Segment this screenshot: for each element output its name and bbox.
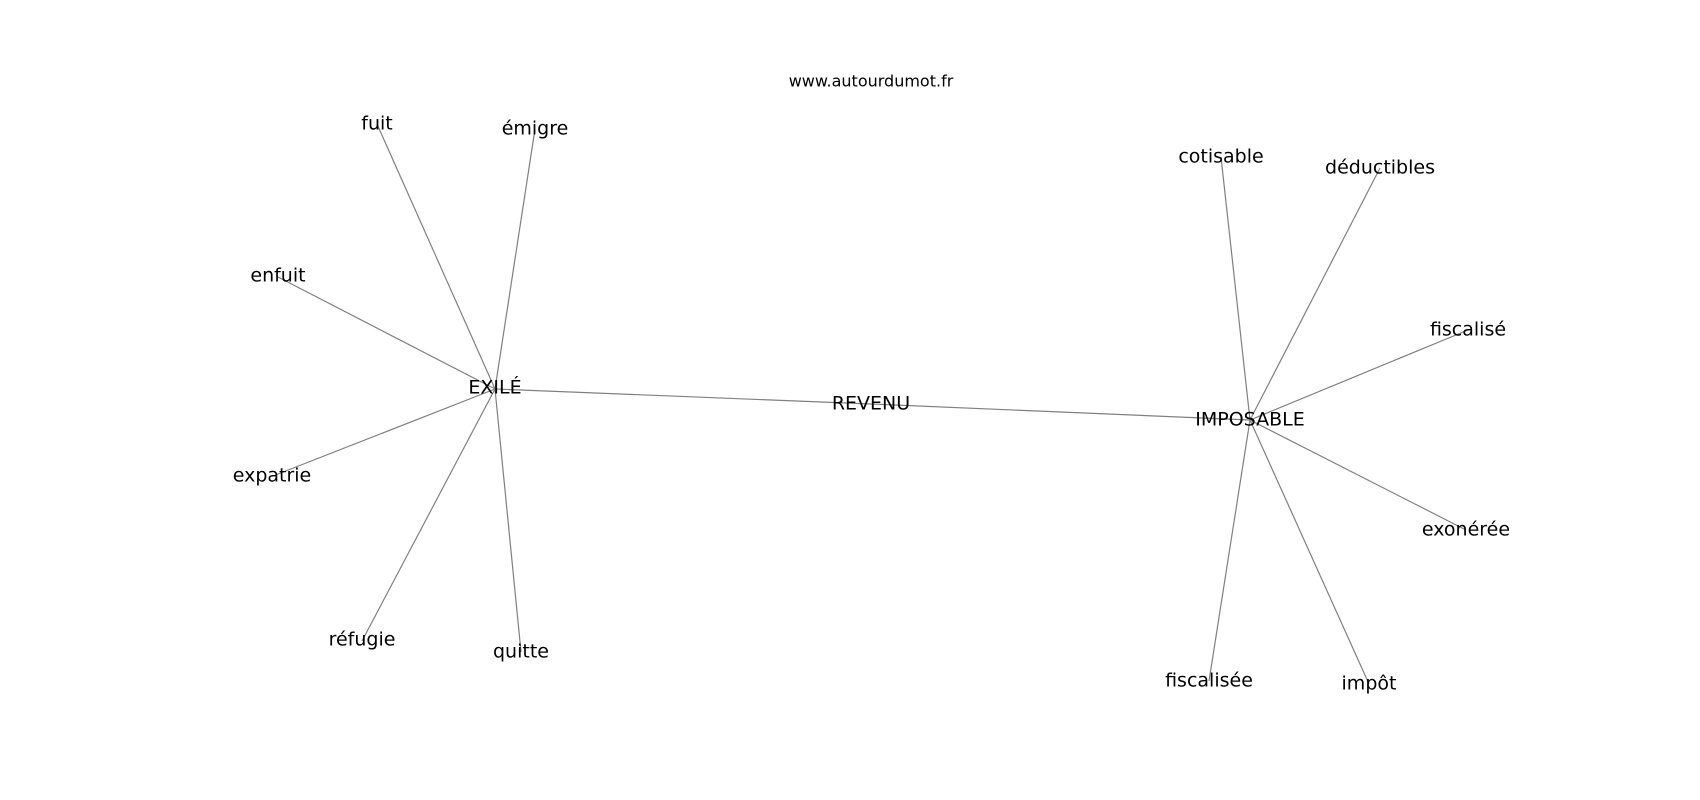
edge-exile-fuit [376, 123, 496, 390]
edge-exile-expatrie [272, 388, 496, 477]
neighbor-node-fuit: fuit [361, 113, 392, 135]
neighbor-node-expatrie: expatrie [233, 465, 312, 487]
edge-imposable-fiscalise [1249, 329, 1469, 421]
edge-imposable-exoneree [1249, 419, 1467, 531]
edge-imposable-fiscalisee [1208, 419, 1251, 682]
edge-center-to-exile [494, 388, 872, 405]
neighbor-node-deductibles: déductibles [1325, 157, 1435, 179]
neighbor-node-fiscalisee: fiscalisée [1165, 670, 1253, 692]
edge-exile-refugie [361, 388, 496, 642]
site-url-label: www.autourdumot.fr [789, 72, 954, 91]
neighbor-node-emigre: émigre [502, 118, 569, 140]
hub-node-imposable: IMPOSABLE [1195, 409, 1304, 431]
neighbor-node-impot: impôt [1342, 673, 1397, 695]
edge-imposable-impot [1249, 419, 1370, 685]
edge-imposable-deductibles [1249, 167, 1381, 421]
neighbor-node-quitte: quitte [493, 641, 549, 663]
edge-exile-emigre [494, 128, 536, 390]
neighbor-node-fiscalise: fiscalisé [1430, 319, 1506, 341]
edge-imposable-cotisable [1220, 156, 1251, 421]
edge-center-to-imposable [870, 403, 1251, 421]
hub-node-exile: EXILÉ [468, 376, 521, 399]
neighbor-node-refugie: réfugie [329, 629, 396, 651]
edge-exile-enfuit [277, 276, 496, 390]
center-word-node: REVENU [832, 393, 910, 415]
graph-edges [272, 123, 1469, 685]
neighbor-node-enfuit: enfuit [250, 265, 305, 287]
graph-labels: www.autourdumot.fr REVENU EXILÉ fuit émi… [233, 72, 1510, 695]
neighbor-node-exoneree: exonérée [1422, 519, 1510, 541]
neighbor-node-cotisable: cotisable [1178, 146, 1263, 168]
edge-exile-quitte [494, 388, 522, 653]
